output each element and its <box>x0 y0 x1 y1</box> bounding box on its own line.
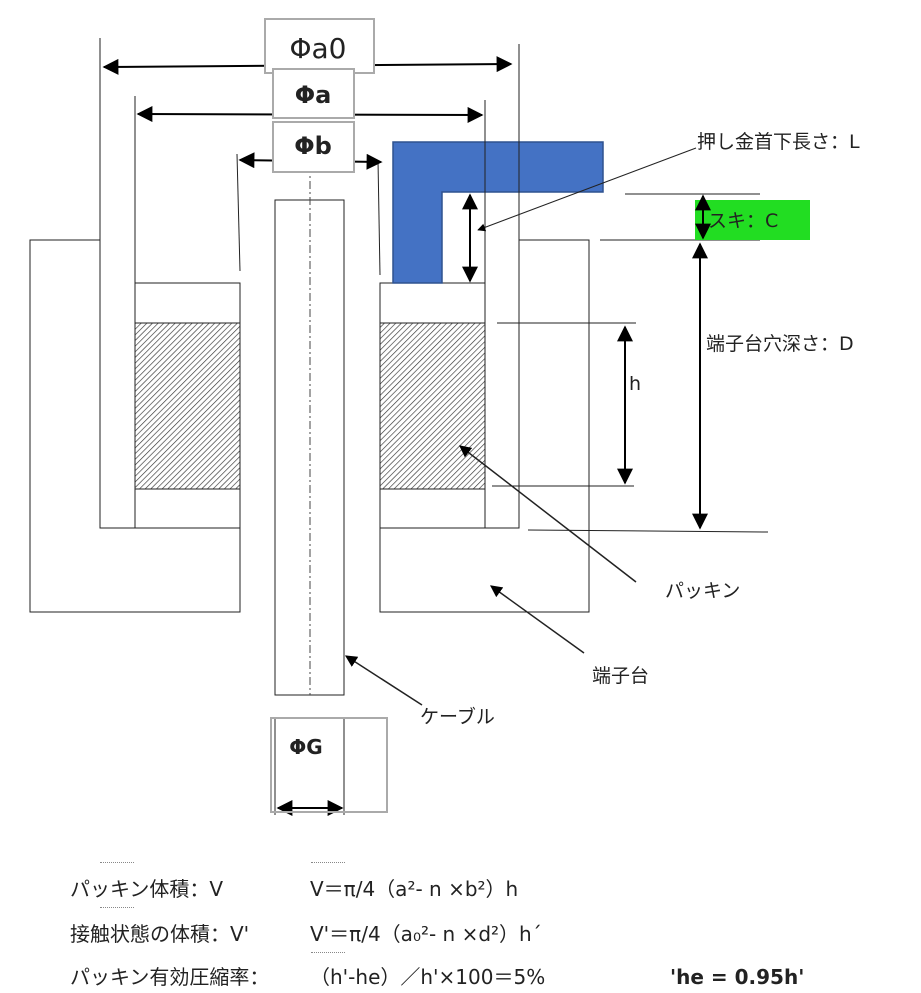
clearance-highlight <box>695 200 810 240</box>
leader-cable <box>344 655 423 706</box>
contact-volume-equation: V'＝π/4（a₀²- n ×d²）h´ <box>310 922 542 946</box>
right-spacer-bottom <box>379 488 486 529</box>
pressing-neck-label: 押し金首下長さ：L <box>697 131 860 153</box>
packing-volume-equation: V＝π/4（a²- n ×b²）h <box>310 877 519 901</box>
he-note: 'he = 0.95h' <box>670 965 805 989</box>
phi-g-label: ΦG <box>289 735 322 759</box>
phi-a-label: Φa <box>295 81 332 109</box>
leader-packing <box>459 445 637 583</box>
packing-volume-label: パッキン体積：V <box>70 877 224 901</box>
formula-line-3: パッキン有効圧縮率： （h'-he）／h'×100＝5% 'he = 0.95h' <box>70 961 804 990</box>
formula-line-1: パッキン体積：V V＝π/4（a²- n ×b²）h <box>70 873 670 902</box>
terminal-block-label: 端子台 <box>592 665 649 687</box>
leader-terminal-block <box>490 585 585 654</box>
compression-rate-label: パッキン有効圧縮率： <box>70 965 270 989</box>
pressing-fitting <box>392 141 604 284</box>
clearance-label: スキ：C <box>708 210 778 232</box>
packing-label: パッキン <box>665 580 740 602</box>
phi-b-label: Φb <box>294 132 332 160</box>
packing-cross-section-diagram: Φa0 Φa Φb ΦG 押し金首下長さ：L スキ：C 端子台穴深さ：D h パ… <box>29 18 860 816</box>
right-packing <box>379 322 486 490</box>
compression-rate-equation: （h'-he）／h'×100＝5% <box>310 965 546 989</box>
formula-line-2: 接触状態の体積：V' V'＝π/4（a₀²- n ×d²）h´ <box>70 918 670 947</box>
terminal-block-right <box>379 239 590 613</box>
left-spacer-bottom <box>134 488 241 529</box>
hole-depth-label: 端子台穴深さ：D <box>706 333 854 355</box>
leader-l <box>477 147 697 232</box>
h-label: h <box>629 373 641 395</box>
contact-volume-label: 接触状態の体積：V' <box>70 922 250 946</box>
left-packing <box>134 322 241 490</box>
right-spacer-top <box>379 282 486 324</box>
phi-a0-label: Φa0 <box>289 32 346 65</box>
cable-label: ケーブル <box>420 705 495 728</box>
left-spacer-top <box>134 282 241 324</box>
